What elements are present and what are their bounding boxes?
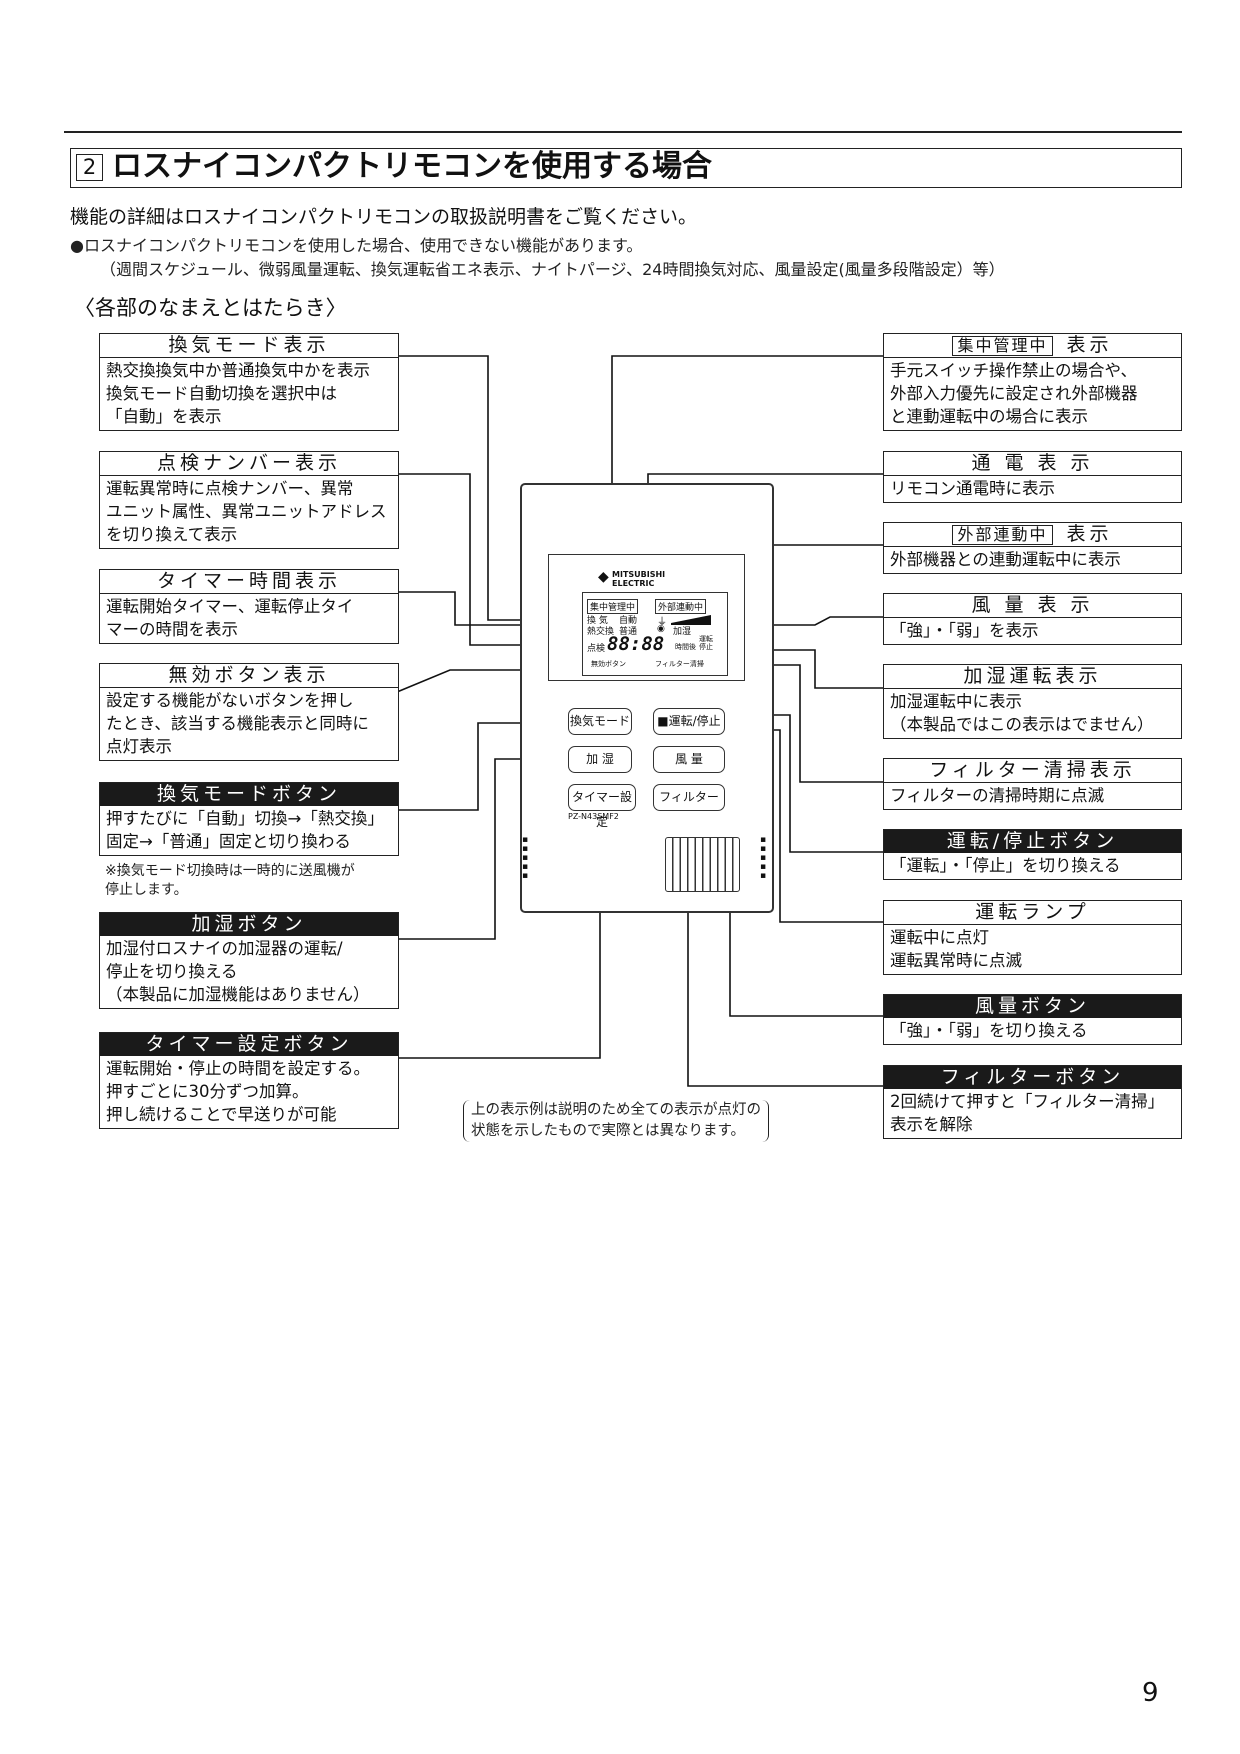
box-title: タイマー設定ボタン <box>100 1033 398 1056</box>
lcd-hours-label: 時間後 <box>675 643 696 651</box>
section-title: ロスナイコンパクトリモコンを使用する場合 <box>112 149 712 184</box>
side-grip-dots-left-icon: ▪▪▪▪▪ <box>522 835 529 881</box>
fan-speed-bars-icon <box>671 615 711 625</box>
box-humidify-button: 加湿ボタン 加湿付ロスナイの加湿器の運転/ 停止を切り換える （本製品に加湿機能… <box>99 912 399 1009</box>
lcd-central-indicator: 集中管理中 <box>587 599 639 614</box>
timer-setting-button[interactable]: タイマー設定 <box>568 784 636 829</box>
lcd-heat-exchange-label: 熱交換 <box>587 627 615 637</box>
intro-text: 機能の詳細はロスナイコンパクトリモコンの取扱説明書をご覧ください。 <box>70 206 698 228</box>
box-title: 換気モード表示 <box>100 334 398 358</box>
humidify-button[interactable]: 加 湿 <box>568 746 632 773</box>
box-ventilation-mode-display: 換気モード表示 熱交換換気中か普通換気中かを表示 換気モード自動切換を選択中は … <box>99 333 399 431</box>
indicator-tag: 集中管理中 <box>952 336 1053 356</box>
box-invalid-button-display: 無効ボタン表示 設定する機能がないボタンを押し たとき、該当する機能表示と同時に… <box>99 663 399 761</box>
box-run-lamp: 運転ランプ 運転中に点灯 運転異常時に点滅 <box>883 900 1182 975</box>
fan-speed-button[interactable]: 風 量 <box>653 746 725 773</box>
box-title: 通 電 表 示 <box>884 452 1181 476</box>
box-filter-button: フィルターボタン 2回続けて押すと「フィルター清掃」 表示を解除 <box>883 1065 1182 1139</box>
box-title: 風 量 表 示 <box>884 594 1181 618</box>
box-body: リモコン通電時に表示 <box>890 479 1055 498</box>
box-fan-speed-display: 風 量 表 示 「強」・「弱」を表示 <box>883 593 1182 645</box>
lcd-auto-label: 自動 <box>619 616 638 626</box>
box-body: 外部機器との連動運転中に表示 <box>890 550 1121 569</box>
box-title: 加湿ボタン <box>100 913 398 936</box>
box-title: 無効ボタン表示 <box>100 664 398 688</box>
speaker-vent-slots <box>665 837 740 892</box>
box-body: 熱交換換気中か普通換気中かを表示 換気モード自動切換を選択中は 「自動」を表示 <box>106 361 370 426</box>
mode-switch-note: ※換気モード切換時は一時的に送風機が 停止します。 <box>105 863 355 898</box>
box-timer-setting-button: タイマー設定ボタン 運転開始・停止の時間を設定する。 押すごとに30分ずつ加算。… <box>99 1032 399 1129</box>
box-humidify-run-display: 加湿運転表示 加湿運転中に表示 （本製品ではこの表示はでません） <box>883 664 1182 739</box>
page-number: 9 <box>1142 1678 1159 1708</box>
indicator-tag: 外部連動中 <box>952 525 1053 545</box>
lcd-invalid-button-label: 無効ボタン <box>591 660 626 668</box>
filter-button[interactable]: フィルター <box>653 784 725 811</box>
box-title: 集中管理中表示 <box>884 334 1181 358</box>
mitsubishi-logo-icon: ◆ <box>598 569 609 585</box>
run-stop-button[interactable]: ■運転/停止 <box>653 708 725 735</box>
top-rule <box>64 131 1182 133</box>
brand-label: MITSUBISHI ELECTRIC <box>612 570 666 588</box>
box-central-control-display: 集中管理中表示 手元スイッチ操作禁止の場合や、 外部入力優先に設定され外部機器 … <box>883 333 1182 431</box>
limitation-bullet: ●ロスナイコンパクトリモコンを使用した場合、使用できない機能があります。 <box>70 236 643 255</box>
box-body: 運転開始・停止の時間を設定する。 押すごとに30分ずつ加算。 押し続けることで早… <box>106 1059 370 1124</box>
lcd-screen: 集中管理中 外部連動中 換 気 自動 熱交換 普通 ⏚ ◉ 加湿 点検 88:8… <box>582 592 728 676</box>
box-filter-clean-display: フィルター清掃表示 フィルターの清掃時期に点滅 <box>883 758 1182 810</box>
box-body: 運転中に点灯 運転異常時に点滅 <box>890 928 1022 970</box>
box-body: 押すたびに「自動」切換→「熱交換」 固定→「普通」固定と切り換わる <box>106 809 384 851</box>
lcd-humidify-label: 加湿 <box>673 627 692 637</box>
box-body: 「強」・「弱」を表示 <box>890 621 1039 640</box>
model-number: PZ-N43SMF2 <box>568 812 619 821</box>
box-body: 2回続けて押すと「フィルター清掃」 表示を解除 <box>890 1092 1165 1134</box>
box-body: 手元スイッチ操作禁止の場合や、 外部入力優先に設定され外部機器 と連動運転中の場… <box>890 361 1138 426</box>
box-power-display: 通 電 表 示 リモコン通電時に表示 <box>883 451 1182 503</box>
box-title: 外部連動中表示 <box>884 523 1181 547</box>
box-body: 設定する機能がないボタンを押し たとき、該当する機能表示と同時に 点灯表示 <box>106 691 369 756</box>
box-title: 風量ボタン <box>884 995 1181 1018</box>
power-indicator-icon: ⏚ <box>657 617 667 628</box>
box-check-number-display: 点検ナンバー表示 運転異常時に点検ナンバー、異常 ユニット属性、異常ユニットアド… <box>99 451 399 549</box>
lcd-filter-clean-label: フィルター清掃 <box>655 660 704 668</box>
box-run-stop-button: 運転/停止ボタン 「運転」・「停止」を切り換える <box>883 829 1182 880</box>
section-header-box <box>70 148 1182 188</box>
box-body: 運転異常時に点検ナンバー、異常 ユニット属性、異常ユニットアドレス を切り換えて… <box>106 479 387 544</box>
display-example-note: 上の表示例は説明のため全ての表示が点灯の 状態を示したもので実際とは異なります。 <box>463 1100 769 1142</box>
lcd-digits: 88:88 <box>607 633 665 655</box>
box-title: 換気モードボタン <box>100 783 398 806</box>
box-body: 「強」・「弱」を切り換える <box>890 1021 1088 1040</box>
ventilation-mode-button[interactable]: 換気モード <box>568 708 632 735</box>
limitation-note: （週間スケジュール、微弱風量運転、換気運転省エネ表示、ナイトパージ、24時間換気… <box>100 260 1005 279</box>
box-body: 加湿付ロスナイの加湿器の運転/ 停止を切り換える （本製品に加湿機能はありません… <box>106 939 370 1004</box>
box-external-link-display: 外部連動中表示 外部機器との連動運転中に表示 <box>883 522 1182 574</box>
box-body: 運転開始タイマー、運転停止タイ マーの時間を表示 <box>106 597 354 639</box>
box-body: 加湿運転中に表示 （本製品ではこの表示はでません） <box>890 692 1154 734</box>
box-fan-button: 風量ボタン 「強」・「弱」を切り換える <box>883 994 1182 1045</box>
parts-heading: 〈各部のなまえとはたらき〉 <box>74 296 347 320</box>
box-title: 加湿運転表示 <box>884 665 1181 689</box>
humidify-dot-icon: ◉ <box>657 624 665 634</box>
box-title: 運転/停止ボタン <box>884 830 1181 853</box>
box-title: 運転ランプ <box>884 901 1181 925</box>
box-body: 「運転」・「停止」を切り換える <box>890 856 1121 875</box>
box-title: フィルターボタン <box>884 1066 1181 1089</box>
box-timer-time-display: タイマー時間表示 運転開始タイマー、運転停止タイ マーの時間を表示 <box>99 569 399 644</box>
box-body: フィルターの清掃時期に点滅 <box>890 786 1105 805</box>
lcd-run-stop-label: 運転 停止 <box>699 635 713 651</box>
lcd-external-indicator: 外部連動中 <box>655 599 707 614</box>
lcd-vent-label: 換 気 <box>587 616 608 626</box>
box-title: 点検ナンバー表示 <box>100 452 398 476</box>
box-title-text: 表示 <box>1066 523 1113 545</box>
side-grip-dots-right-icon: ▪▪▪▪▪ <box>760 835 767 881</box>
box-title-text: 表示 <box>1066 334 1113 356</box>
lcd-check-label: 点検 <box>587 644 606 654</box>
box-title: フィルター清掃表示 <box>884 759 1181 783</box>
box-ventilation-mode-button: 換気モードボタン 押すたびに「自動」切換→「熱交換」 固定→「普通」固定と切り換… <box>99 782 399 856</box>
section-number: 2 <box>76 154 103 181</box>
lcd-normal-label: 普通 <box>619 627 638 637</box>
box-title: タイマー時間表示 <box>100 570 398 594</box>
remote-display-panel <box>548 554 745 681</box>
